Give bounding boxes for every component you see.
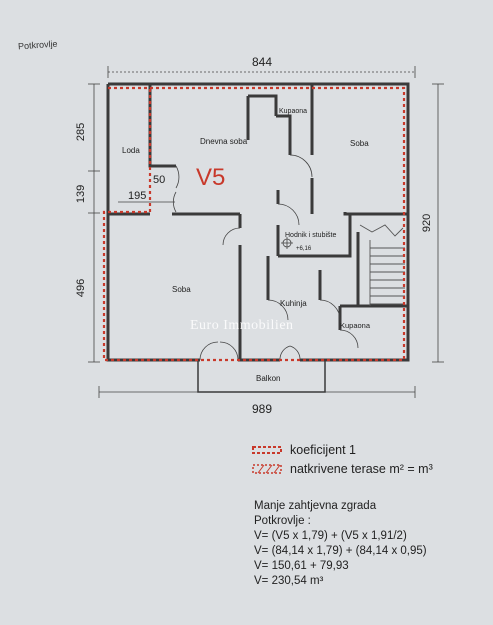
- calc-line: V= 150,61 + 79,93: [254, 560, 349, 572]
- room-dnevna-soba: Dnevna soba: [200, 137, 248, 146]
- dim-top-width: 844: [252, 55, 272, 69]
- dim-left-bottom: 496: [75, 279, 87, 297]
- legend-dashed-swatch-icon: [252, 446, 282, 454]
- watermark: Euro Immobilien: [190, 318, 294, 333]
- room-soba-left: Soba: [172, 285, 191, 294]
- legend-hatched-swatch-icon: [252, 464, 282, 474]
- dimension-lines: [88, 66, 444, 398]
- calc-heading: Manje zahtjevna zgrada: [254, 500, 377, 512]
- calc-line: V= (V5 x 1,79) + (V5 x 1,91/2): [254, 530, 407, 542]
- room-kupaona-top: Kupaona: [279, 108, 307, 115]
- dim-bottom-width: 989: [252, 402, 272, 416]
- room-hodnik: Hodnik i stubište: [285, 232, 336, 239]
- legend-terase: natkrivene terase m² = m³: [252, 462, 433, 476]
- doors: [172, 154, 359, 361]
- dim-right-height: 920: [421, 214, 433, 232]
- legend-terase-label: natkrivene terase m² = m³: [290, 462, 433, 476]
- room-loda: Loda: [122, 146, 140, 155]
- room-kupaona-bottom: Kupaona: [340, 321, 371, 330]
- koeficijent-outline: [102, 86, 406, 362]
- calc-subheading: Potkrovlje :: [254, 515, 311, 527]
- dim-loda-50: 50: [153, 174, 165, 186]
- room-soba-right: Soba: [350, 139, 369, 148]
- dim-left-mid: 139: [75, 185, 87, 203]
- room-balkon: Balkon: [256, 374, 280, 383]
- calc-line: V= (84,14 x 1,79) + (84,14 x 0,95): [254, 545, 427, 557]
- dim-left-top: 285: [75, 123, 87, 141]
- volume-calculation: Manje zahtjevna zgrada Potkrovlje : V= (…: [254, 499, 427, 589]
- legend-koeficijent-label: koeficijent 1: [290, 443, 357, 457]
- room-kuhinja: Kuhinja: [280, 299, 307, 308]
- calc-line: V= 230,54 m³: [254, 575, 324, 587]
- legend-koeficijent: koeficijent 1: [252, 443, 356, 457]
- unit-label: V5: [196, 164, 225, 191]
- staircase: [359, 224, 405, 306]
- level-value: +6,16: [296, 246, 312, 252]
- walls: [106, 82, 410, 393]
- dim-loda-195: 195: [128, 190, 146, 202]
